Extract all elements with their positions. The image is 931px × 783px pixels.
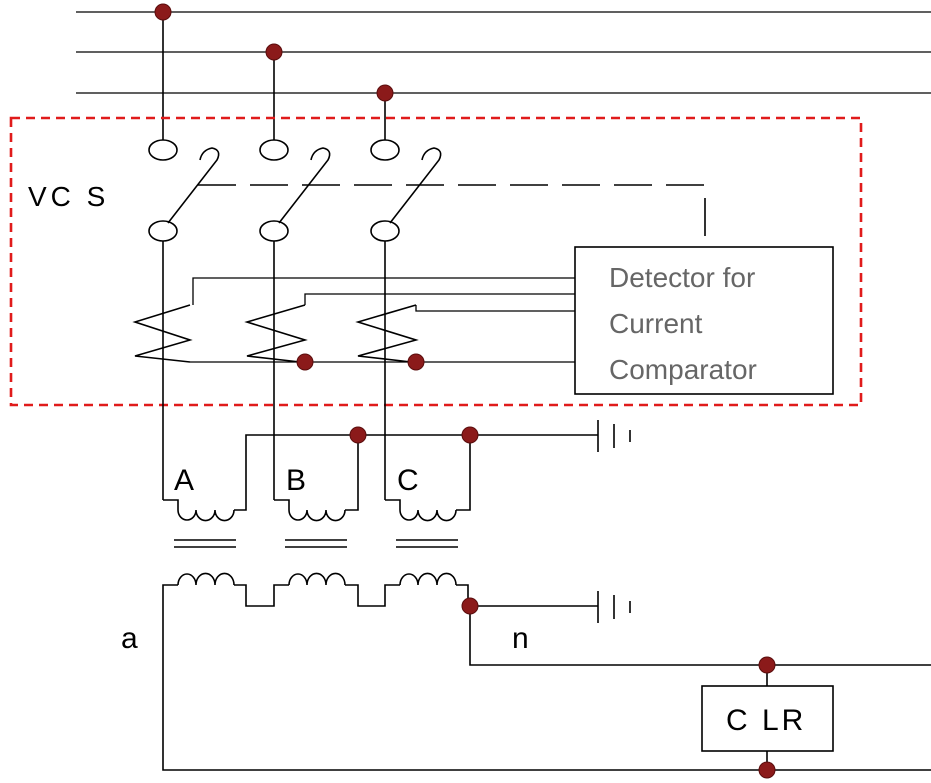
primary-winding-a bbox=[177, 509, 235, 522]
clr-box bbox=[701, 685, 834, 752]
junction-dot bbox=[376, 84, 394, 102]
bus-bars bbox=[76, 11, 931, 94]
ground-symbol-upper bbox=[597, 420, 631, 452]
contact-bottom-c bbox=[370, 220, 400, 242]
ct-c bbox=[355, 304, 419, 363]
contact-bottom-b bbox=[259, 220, 289, 242]
breaker-blades bbox=[167, 147, 442, 224]
ground-symbol-lower bbox=[597, 591, 631, 623]
secondary-windings bbox=[177, 572, 457, 586]
primary-winding-c bbox=[399, 509, 457, 522]
primary-winding-b bbox=[288, 509, 346, 522]
vcs-boundary bbox=[9, 116, 863, 407]
vcs-label: VC S bbox=[28, 181, 109, 212]
primary-windings bbox=[177, 509, 457, 522]
junction-dot bbox=[265, 43, 283, 61]
junction-dot bbox=[461, 597, 479, 615]
clr-label: C LR bbox=[726, 704, 806, 737]
contact-top-b bbox=[259, 139, 289, 161]
secondary-winding-a bbox=[177, 572, 235, 586]
secondary-label-a: a bbox=[121, 622, 138, 655]
junction-dot bbox=[349, 426, 367, 444]
breaker-contacts bbox=[148, 139, 400, 242]
ct-leads bbox=[190, 277, 575, 363]
junction-dot bbox=[154, 3, 172, 21]
primary-leads bbox=[163, 434, 598, 511]
contact-top-c bbox=[370, 139, 400, 161]
detector-line-1: Detector for bbox=[609, 262, 755, 293]
detector-box bbox=[574, 246, 834, 395]
detector-line-3: Comparator bbox=[609, 354, 757, 385]
ct-a bbox=[132, 304, 193, 363]
secondary-winding-c bbox=[399, 572, 457, 586]
junction-dot bbox=[407, 353, 425, 371]
junction-dot bbox=[461, 426, 479, 444]
junction-dot bbox=[296, 353, 314, 371]
junction-dots bbox=[154, 3, 776, 779]
contact-bottom-a bbox=[148, 220, 178, 242]
transformer-cores bbox=[174, 539, 458, 548]
contact-top-a bbox=[148, 139, 178, 161]
mechanical-linkage bbox=[198, 184, 706, 245]
secondary-winding-b bbox=[288, 572, 346, 586]
phase-label-a: A bbox=[174, 464, 194, 497]
phase-label-c: C bbox=[397, 464, 419, 497]
phase-conductors bbox=[162, 241, 386, 500]
junction-dot bbox=[758, 761, 776, 779]
phase-label-b: B bbox=[286, 464, 306, 497]
bus-drops bbox=[162, 12, 386, 140]
detector-line-2: Current bbox=[609, 308, 703, 339]
ct-b bbox=[244, 304, 308, 363]
secondary-label-n: n bbox=[512, 622, 529, 655]
junction-dot bbox=[758, 656, 776, 674]
current-transformers bbox=[132, 304, 419, 363]
